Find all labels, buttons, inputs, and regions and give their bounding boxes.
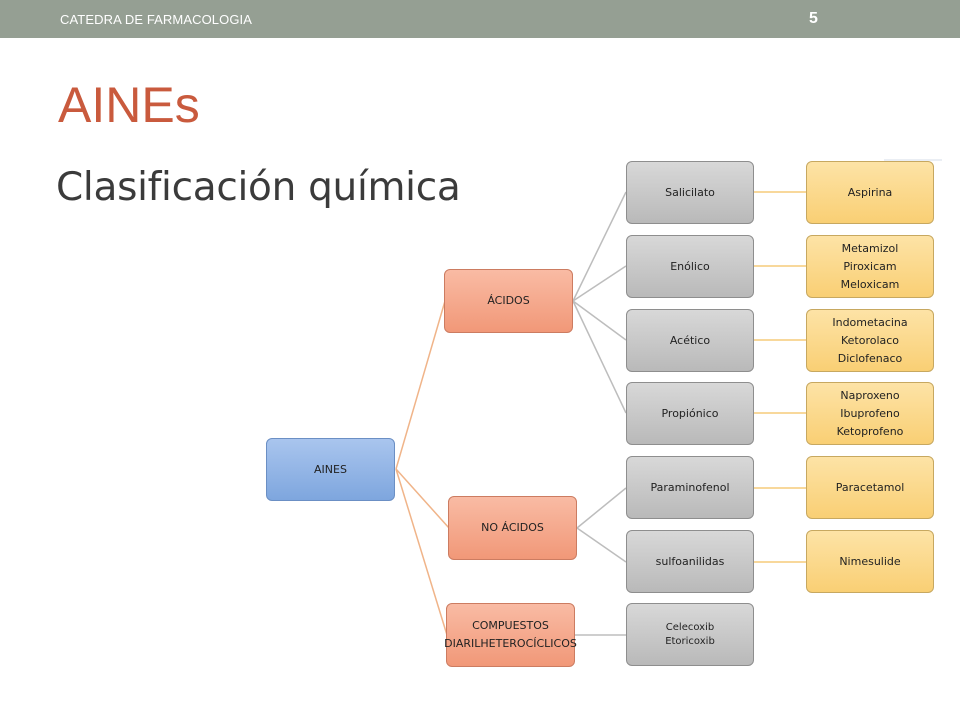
node-coxibs-line1: Celecoxib	[665, 621, 715, 633]
node-enolico: Enólico	[626, 235, 754, 298]
connector-noacidos-sulfoanilidas	[576, 527, 627, 563]
example-ketorolaco: Ketorolaco	[840, 333, 900, 347]
node-paraminofenol: Paraminofenol	[626, 456, 754, 519]
example-metamizol: Metamizol	[841, 241, 899, 255]
header-bar: CATEDRA DE FARMACOLOGIA 5	[0, 0, 960, 38]
node-propionico-label: Propiónico	[661, 406, 719, 420]
node-sulfoanilidas-label: sulfoanilidas	[655, 554, 725, 568]
example-diclofenaco: Diclofenaco	[837, 351, 903, 365]
node-coxibs: Celecoxib Etoricoxib	[626, 603, 754, 666]
node-coxibs-line2: Etoricoxib	[665, 635, 715, 647]
node-compuestos-line1: COMPUESTOS	[472, 619, 549, 632]
slide-title: AINEs	[58, 77, 200, 133]
example-nimesulide: Nimesulide	[839, 554, 901, 568]
node-compuestos-line2: DIARILHETEROCÍCLICOS	[444, 637, 577, 650]
node-examples-acetico: Indometacina Ketorolaco Diclofenaco	[806, 309, 934, 372]
example-aspirina: Aspirina	[847, 185, 893, 199]
node-propionico: Propiónico	[626, 382, 754, 445]
node-aines-label: AINES	[314, 462, 347, 476]
node-paraminofenol-label: Paraminofenol	[650, 480, 730, 494]
node-enolico-label: Enólico	[670, 259, 710, 273]
node-salicilato: Salicilato	[626, 161, 754, 224]
node-no-acidos-label: NO ÁCIDOS	[481, 521, 544, 534]
node-examples-propionico: Naproxeno Ibuprofeno Ketoprofeno	[806, 382, 934, 445]
example-naproxeno: Naproxeno	[840, 388, 900, 402]
node-aines: AINES	[266, 438, 395, 501]
example-indometacina: Indometacina	[832, 315, 908, 329]
node-acidos-label: ÁCIDOS	[487, 294, 530, 307]
node-compuestos: COMPUESTOS DIARILHETEROCÍCLICOS	[444, 603, 577, 667]
connector-root-no-acidos	[395, 468, 450, 529]
connector-root-compuestos	[395, 468, 448, 636]
node-examples-enolico: Metamizol Piroxicam Meloxicam	[806, 235, 934, 298]
node-examples-salicilato: Aspirina	[806, 161, 934, 224]
node-sulfoanilidas: sulfoanilidas	[626, 530, 754, 593]
example-piroxicam: Piroxicam	[843, 259, 897, 273]
node-examples-sulfoanilidas: Nimesulide	[806, 530, 934, 593]
example-meloxicam: Meloxicam	[840, 277, 900, 291]
node-acetico: Acético	[626, 309, 754, 372]
node-examples-paraminofenol: Paracetamol	[806, 456, 934, 519]
example-ketoprofeno: Ketoprofeno	[836, 424, 904, 438]
connector-acidos-salicilato	[572, 191, 627, 302]
node-no-acidos: NO ÁCIDOS	[448, 496, 577, 560]
example-paracetamol: Paracetamol	[835, 480, 905, 494]
header-text: CATEDRA DE FARMACOLOGIA	[60, 12, 253, 27]
slide-subtitle: Clasificación química	[56, 165, 461, 210]
connector-acidos-acetico	[572, 300, 627, 341]
connector-noacidos-paraminofenol	[576, 487, 627, 529]
connector-acidos-propionico	[572, 300, 627, 414]
node-acetico-label: Acético	[669, 333, 711, 347]
node-acidos: ÁCIDOS	[444, 269, 573, 333]
example-ibuprofeno: Ibuprofeno	[840, 406, 900, 420]
connector-root-acidos	[395, 300, 446, 470]
page-number: 5	[809, 10, 818, 27]
connector-acidos-enolico	[572, 265, 627, 302]
node-salicilato-label: Salicilato	[665, 185, 715, 199]
